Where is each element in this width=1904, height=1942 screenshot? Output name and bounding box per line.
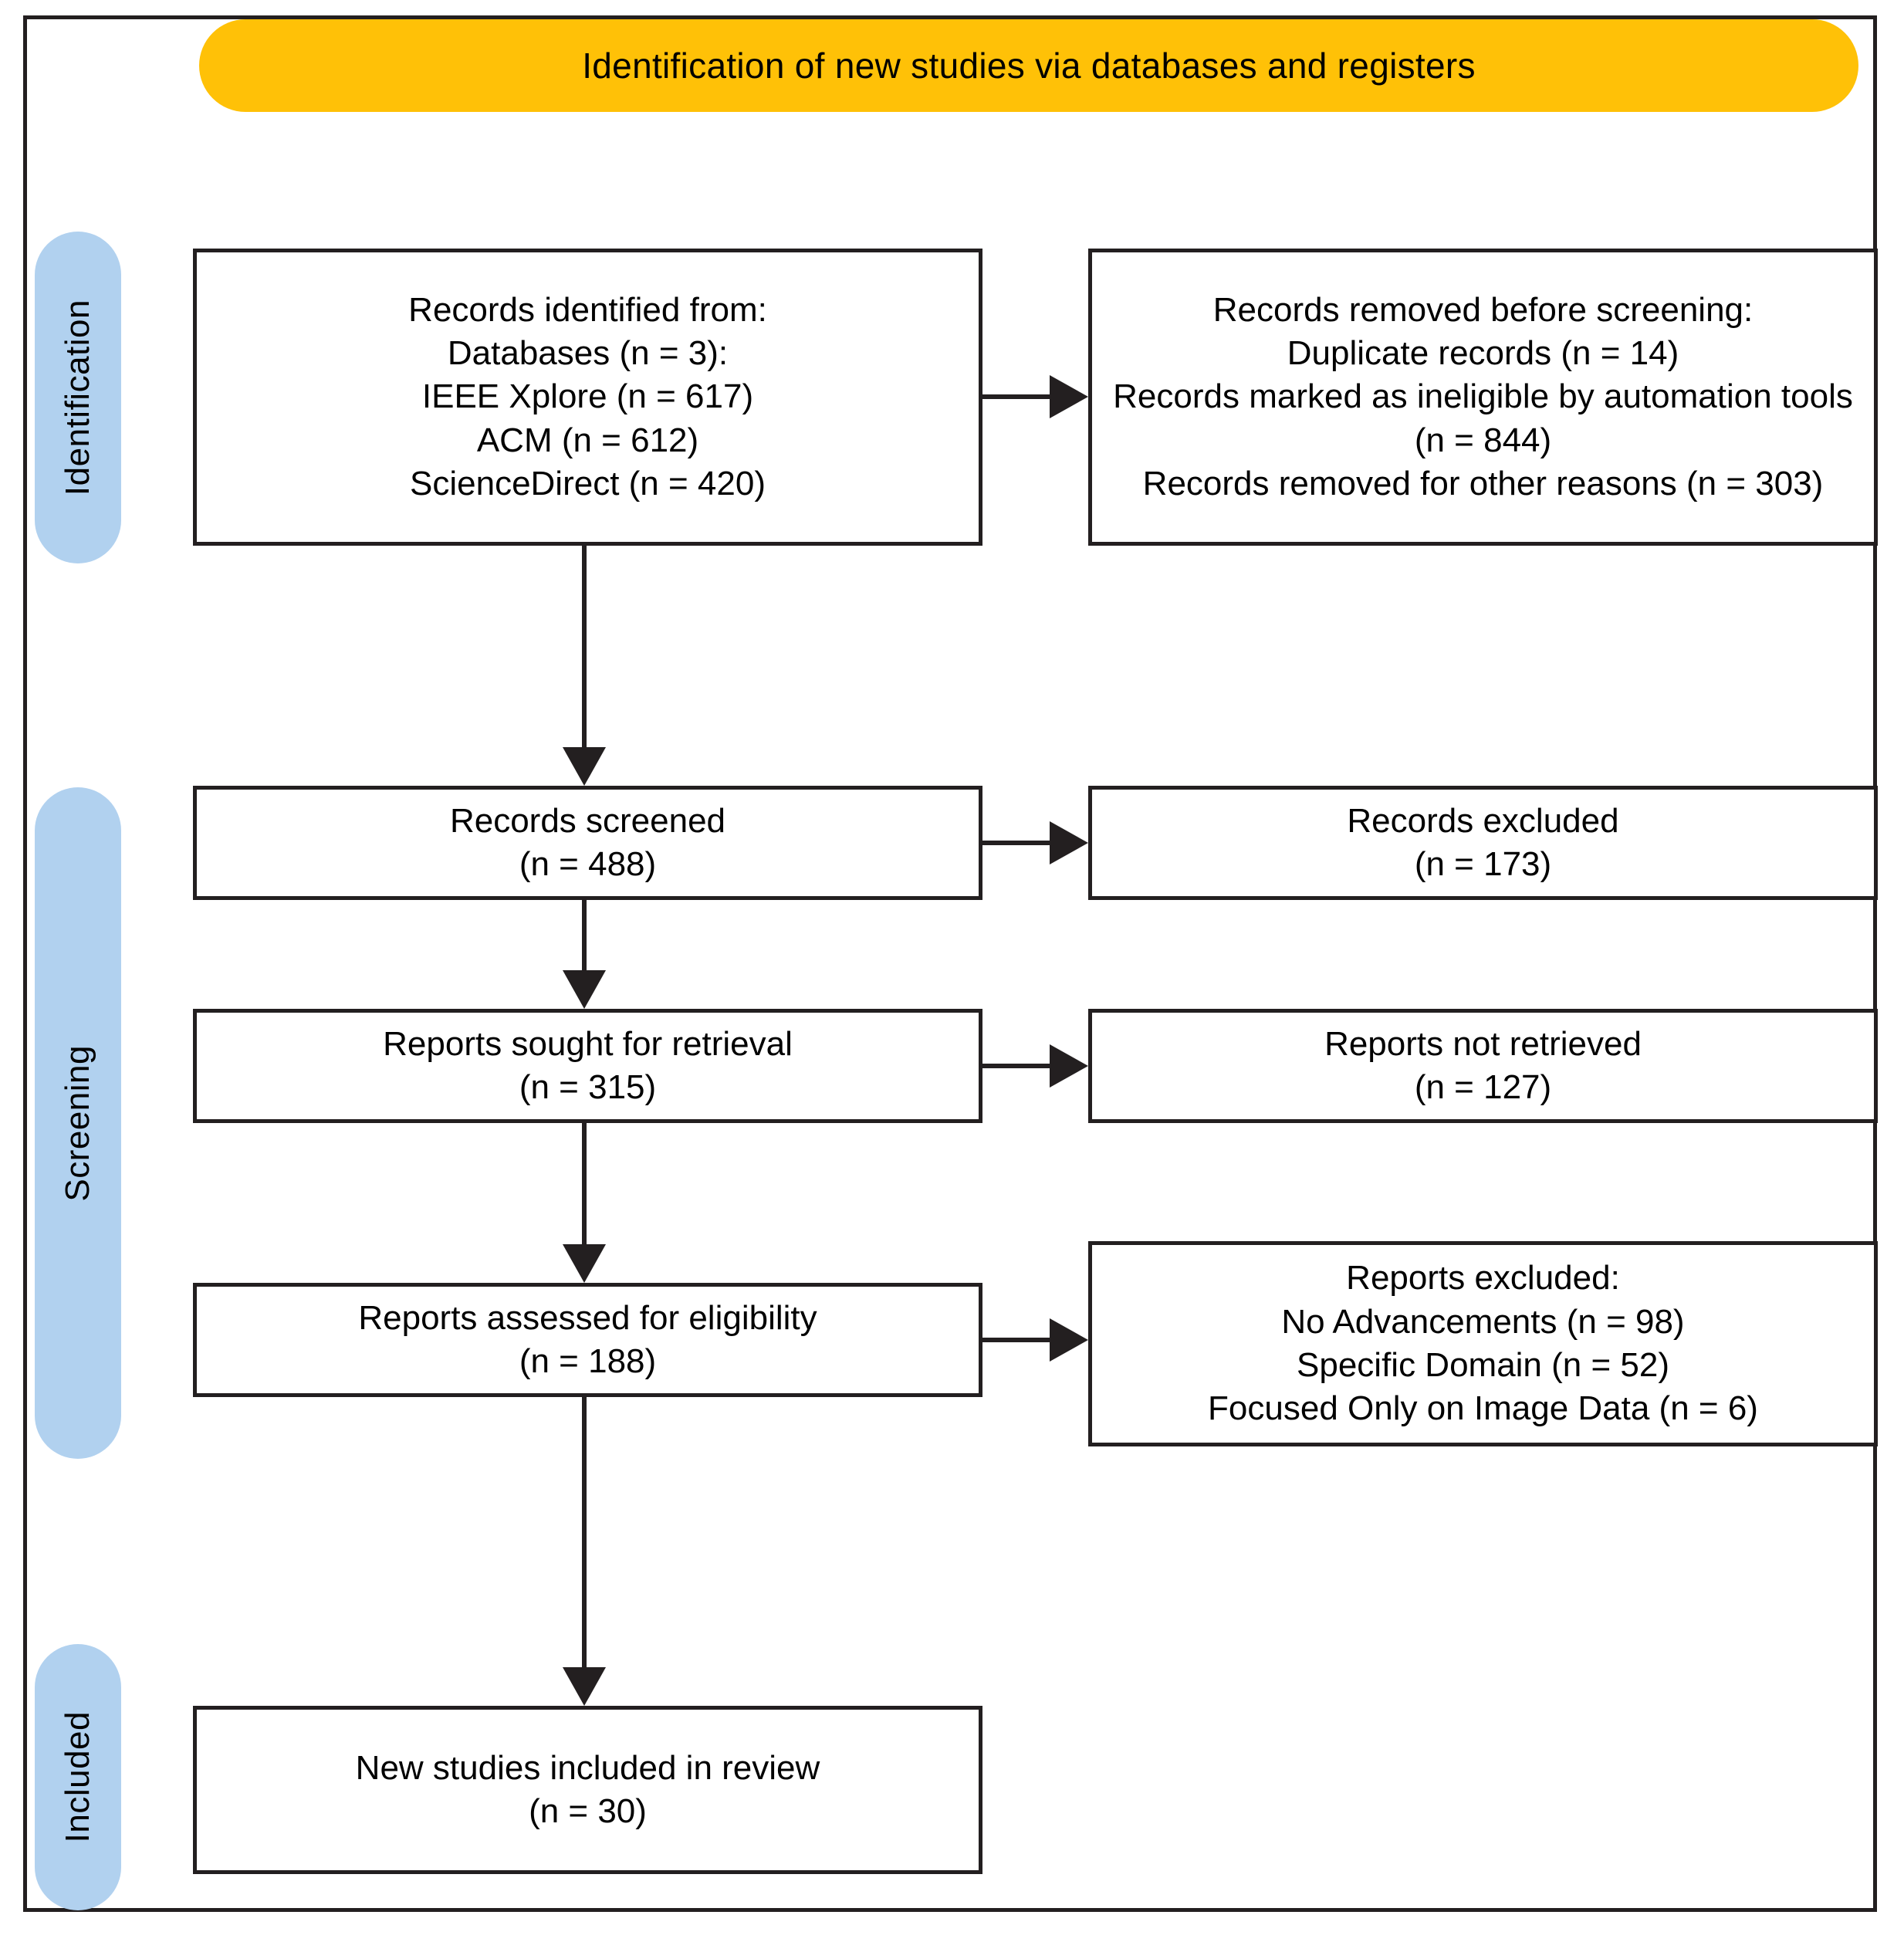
box-line: (n = 488): [519, 845, 657, 883]
banner-title: Identification of new studies via databa…: [582, 46, 1476, 86]
arrowhead-down-to-sought: [563, 970, 606, 1009]
box-new-studies-included: New studies included in review (n = 30): [193, 1706, 982, 1874]
connector-screened-to-sought: [582, 900, 587, 970]
connector-assessed-to-reports-excluded: [982, 1338, 1050, 1342]
box-line: Records excluded: [1347, 801, 1619, 840]
box-reports-assessed-for-eligibility: Reports assessed for eligibility (n = 18…: [193, 1283, 982, 1397]
box-line: New studies included in review: [355, 1748, 820, 1787]
box-line: Records marked as ineligible by automati…: [1113, 377, 1853, 459]
box-line: IEEE Xplore (n = 617): [421, 377, 754, 416]
box-line: Databases (n = 3):: [447, 334, 729, 373]
box-line: ScienceDirect (n = 420): [410, 464, 766, 502]
connector-assessed-to-included: [582, 1397, 587, 1667]
box-records-excluded: Records excluded (n = 173): [1088, 786, 1878, 900]
arrowhead-right-to-reports-excluded: [1050, 1318, 1088, 1362]
box-records-removed-before-screening: Records removed before screening: Duplic…: [1088, 249, 1878, 546]
box-line: Reports excluded:: [1346, 1259, 1620, 1297]
stage-pill-included: Included: [35, 1644, 121, 1910]
box-line: Records identified from:: [408, 290, 767, 329]
arrowhead-down-to-assessed: [563, 1244, 606, 1283]
box-line: (n = 30): [529, 1792, 647, 1830]
box-line: (n = 188): [519, 1342, 657, 1380]
connector-identified-to-screened: [582, 546, 587, 747]
stage-pill-screening: Screening: [35, 787, 121, 1459]
box-records-identified: Records identified from: Databases (n = …: [193, 249, 982, 546]
connector-sought-to-assessed: [582, 1123, 587, 1244]
connector-screened-to-excluded: [982, 841, 1050, 845]
box-line: ACM (n = 612): [476, 421, 699, 459]
box-line: Duplicate records (n = 14): [1287, 334, 1679, 373]
box-reports-not-retrieved: Reports not retrieved (n = 127): [1088, 1009, 1878, 1123]
box-line: (n = 127): [1414, 1068, 1552, 1106]
box-line: Reports not retrieved: [1324, 1024, 1642, 1063]
box-records-screened: Records screened (n = 488): [193, 786, 982, 900]
stage-label-identification: Identification: [59, 299, 96, 496]
connector-sought-to-not-retrieved: [982, 1064, 1050, 1068]
banner-identification-header: Identification of new studies via databa…: [199, 19, 1858, 112]
arrowhead-right-to-excluded: [1050, 821, 1088, 864]
connector-identified-to-removed: [982, 394, 1050, 399]
box-line: Records removed before screening:: [1212, 290, 1754, 329]
box-line: Reports assessed for eligibility: [358, 1298, 817, 1337]
arrowhead-down-to-included: [563, 1667, 606, 1706]
arrowhead-down-to-screened: [563, 747, 606, 786]
box-line: Reports sought for retrieval: [383, 1024, 793, 1063]
arrowhead-right-to-removed: [1050, 375, 1088, 418]
box-line: No Advancements (n = 98): [1281, 1302, 1685, 1341]
arrowhead-right-to-not-retrieved: [1050, 1044, 1088, 1088]
box-line: (n = 315): [519, 1068, 657, 1106]
box-line: Focused Only on Image Data (n = 6): [1208, 1389, 1758, 1428]
box-line: Specific Domain (n = 52): [1297, 1346, 1669, 1384]
box-line: Records screened: [449, 801, 726, 840]
stage-pill-identification: Identification: [35, 232, 121, 563]
box-line: Records removed for other reasons (n = 3…: [1142, 464, 1824, 502]
box-line: (n = 173): [1414, 845, 1552, 883]
stage-label-screening: Screening: [59, 1044, 96, 1202]
box-reports-excluded-detail: Reports excluded: No Advancements (n = 9…: [1088, 1241, 1878, 1446]
stage-label-included: Included: [59, 1711, 96, 1843]
box-reports-sought-for-retrieval: Reports sought for retrieval (n = 315): [193, 1009, 982, 1123]
